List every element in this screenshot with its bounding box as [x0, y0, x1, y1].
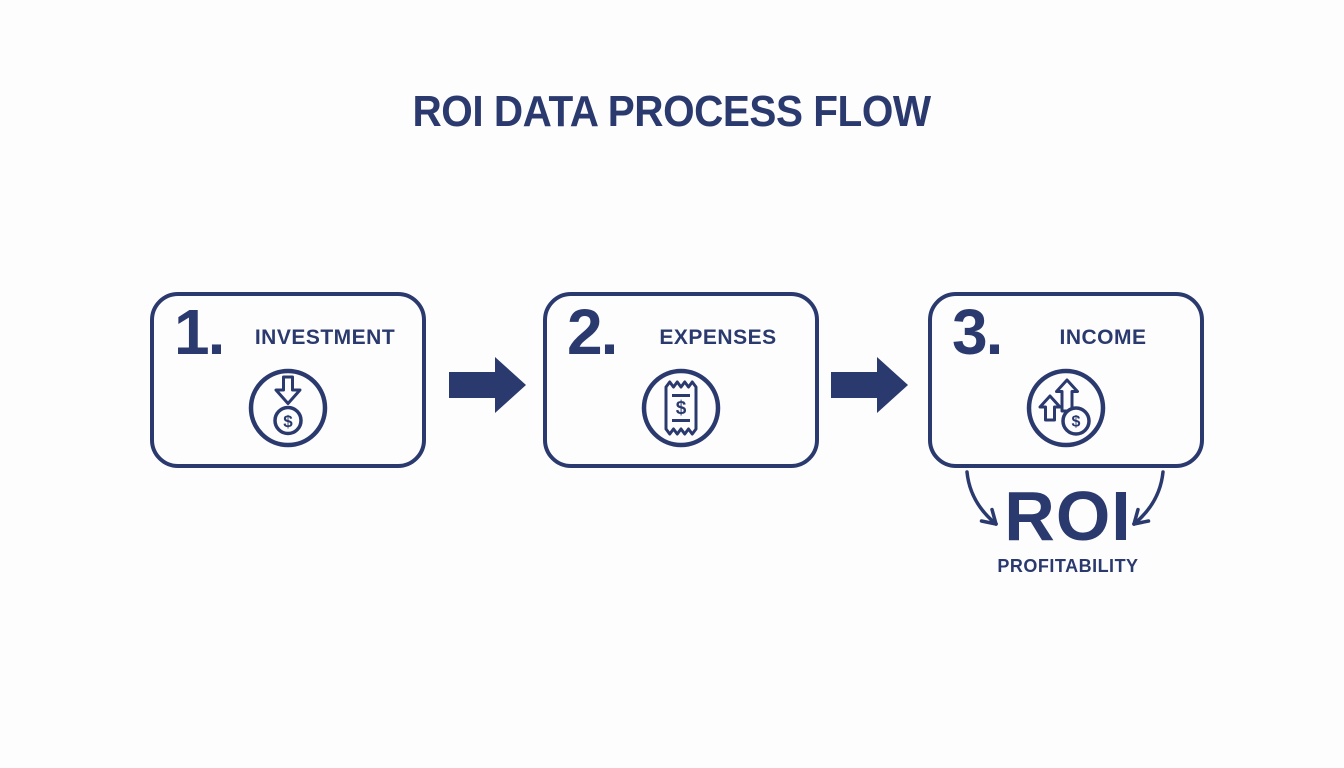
arrow-right-icon — [449, 357, 526, 413]
receipt-icon: $ — [641, 368, 721, 448]
page-title: ROI DATA PROCESS FLOW — [0, 90, 1344, 134]
step-number: 2. — [567, 296, 618, 368]
curved-arrow-down-right-icon — [965, 470, 998, 526]
step-label: EXPENSES — [659, 326, 777, 349]
money-invest-down-icon: $ — [248, 368, 328, 448]
svg-text:$: $ — [1072, 414, 1081, 431]
step-number: 1. — [174, 296, 225, 368]
curved-arrow-down-left-icon — [1132, 470, 1165, 526]
roi-result-sublabel: PROFITABILITY — [997, 556, 1139, 576]
step-box-income: 3. INCOME $ — [928, 292, 1204, 468]
step-box-expenses: 2. EXPENSES $ — [543, 292, 819, 468]
step-box-investment: 1. INVESTMENT $ — [150, 292, 426, 468]
svg-text:$: $ — [283, 412, 293, 431]
arrow-right-icon — [831, 357, 908, 413]
roi-result-label: ROI — [1004, 477, 1132, 555]
step-number: 3. — [952, 296, 1003, 368]
step-label: INCOME — [1059, 326, 1147, 349]
svg-text:$: $ — [676, 398, 687, 419]
step-label: INVESTMENT — [254, 326, 396, 349]
page-title-text: ROI DATA PROCESS FLOW — [412, 87, 932, 136]
money-growth-icon: $ — [1026, 368, 1106, 448]
